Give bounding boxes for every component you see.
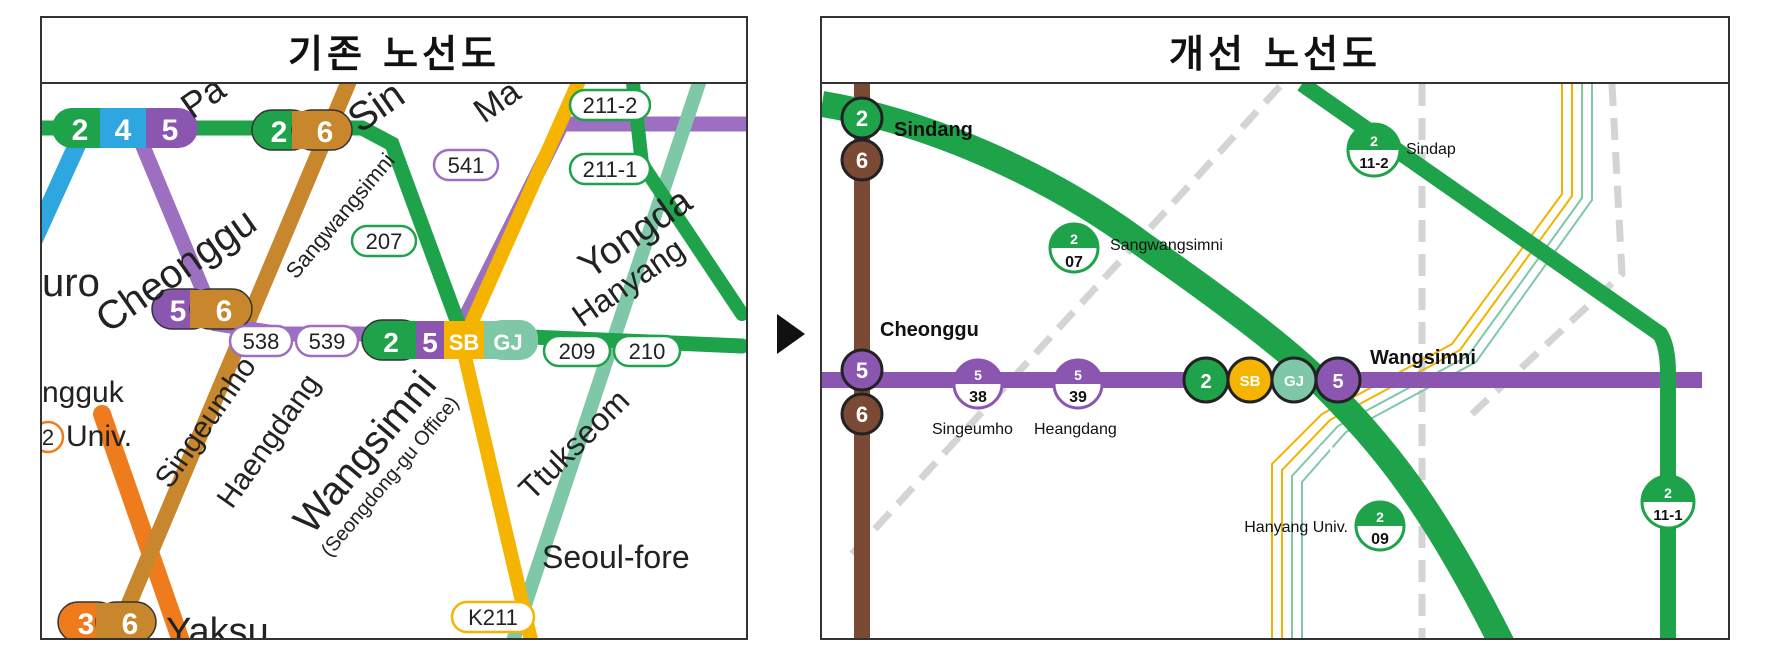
badge-211-1: 211-1 (568, 152, 652, 186)
svg-text:211-1: 211-1 (583, 157, 638, 182)
station-sindang[interactable]: 2 6 Sindang (840, 96, 973, 182)
label-yaksu: Yaksu (166, 611, 269, 638)
svg-text:6: 6 (856, 148, 868, 173)
badge-541: 541 (432, 148, 500, 182)
gray-dashed-track (849, 84, 1285, 557)
badge-210: 210 (612, 334, 682, 368)
badge-209: 209 (542, 334, 612, 368)
chip-label: 6 (317, 116, 334, 149)
univ-line2-circle: 2 (42, 420, 65, 454)
station-name: Hanyang Univ. (1244, 519, 1348, 536)
svg-text:5: 5 (1332, 371, 1343, 393)
label-ma: Ma (467, 84, 528, 131)
line6-track (105, 84, 357, 638)
svg-text:211-2: 211-2 (583, 93, 638, 118)
svg-text:SB: SB (1240, 373, 1261, 390)
label-ngguk: ngguk (42, 376, 125, 409)
svg-text:11-1: 11-1 (1653, 507, 1682, 524)
chip-label: 2 (72, 114, 89, 147)
svg-text:K211: K211 (468, 605, 518, 630)
svg-text:5: 5 (856, 358, 868, 383)
chip-label: 3 (78, 608, 95, 638)
svg-text:541: 541 (448, 153, 485, 178)
legacy-map-panel: 기존 노선도 2 4 5 (40, 16, 748, 640)
svg-text:6: 6 (856, 402, 868, 427)
chip-label: GJ (493, 330, 522, 355)
line4-track (42, 125, 91, 244)
line2-branch-track (1297, 84, 1676, 638)
gray-dashed-track (1469, 84, 1626, 417)
svg-text:2: 2 (1200, 371, 1211, 393)
chip-sindang: 2 6 (251, 109, 353, 151)
station-name: Heangdang (1034, 421, 1117, 438)
station-cheonggu[interactable]: 5 6 Cheonggu (840, 319, 979, 436)
svg-text:09: 09 (1371, 531, 1389, 548)
chip-label: 5 (422, 327, 438, 358)
chip-label: 2 (271, 116, 288, 149)
chip-label: 4 (115, 114, 132, 147)
legacy-map: 2 4 5 2 6 5 6 2 5 (42, 84, 746, 638)
svg-text:2: 2 (42, 425, 54, 450)
label-uro: uro (42, 261, 100, 305)
station-sindap[interactable]: 2 11-2 Sindap (1346, 122, 1456, 178)
line2-mid-label: 2 (1317, 438, 1336, 476)
label-seoul-fore: Seoul-fore (542, 539, 690, 575)
station-name: Wangsimni (1370, 347, 1476, 369)
station-heangdang[interactable]: 5 39 Heangdang (1034, 358, 1117, 438)
badge-211-2: 211-2 (568, 88, 652, 122)
label-univ: Univ. (66, 420, 132, 453)
label-ttukseom: Ttukseom (511, 382, 636, 507)
improved-map-panel: 개선 노선도 2 6 Sindang (820, 16, 1730, 640)
station-singeumho[interactable]: 5 38 Singeumho (932, 358, 1013, 438)
chip-label: 5 (170, 295, 187, 328)
station-name: Sangwangsimni (1110, 237, 1223, 254)
station-name: Cheonggu (880, 319, 979, 341)
svg-text:38: 38 (969, 389, 987, 406)
station-name: Singeumho (932, 421, 1013, 438)
chip-label: 6 (216, 295, 233, 328)
badge-k211: K211 (450, 600, 536, 634)
svg-text:5: 5 (1074, 367, 1082, 383)
svg-text:209: 209 (559, 339, 596, 364)
station-sangwangsimni[interactable]: 2 07 Sangwangsimni (1048, 222, 1223, 274)
svg-text:2: 2 (856, 106, 868, 131)
svg-text:2: 2 (1070, 231, 1078, 247)
svg-text:538: 538 (243, 329, 280, 354)
svg-text:39: 39 (1069, 389, 1087, 406)
chip-wangsimni: 2 5 SB GJ (361, 319, 538, 361)
svg-text:5: 5 (974, 367, 982, 383)
chip-yaksu: 3 6 (57, 601, 157, 638)
line3-track (93, 405, 190, 638)
improved-map: 2 6 Sindang 2 07 Sangwangsimni 2 11-2 Si… (822, 84, 1702, 638)
gyeongui-track (1291, 84, 1583, 638)
svg-text:07: 07 (1065, 254, 1083, 271)
line2-track (822, 91, 1514, 638)
svg-text:2: 2 (1370, 133, 1378, 149)
chip-label: SB (449, 330, 480, 355)
station-name: Sindang (894, 119, 973, 141)
svg-text:GJ: GJ (1284, 373, 1304, 390)
badge-207: 207 (350, 224, 418, 258)
station-11-1[interactable]: 2 11-1 (1640, 474, 1696, 530)
badge-539: 539 (294, 324, 360, 358)
chip-label: 5 (162, 114, 179, 147)
svg-text:2: 2 (1376, 509, 1384, 525)
station-hanyang-univ[interactable]: 2 09 Hanyang Univ. (1244, 500, 1406, 552)
gyeongui-track (1301, 84, 1593, 638)
chip-label: 2 (383, 327, 399, 358)
chip-cheonggu: 5 6 (151, 288, 253, 330)
svg-text:539: 539 (309, 329, 346, 354)
arrow-right-icon (777, 314, 805, 354)
legacy-map-title: 기존 노선도 (42, 18, 746, 84)
chip-top-left: 2 4 5 (52, 108, 198, 148)
station-name: Sindap (1406, 141, 1456, 158)
svg-text:2: 2 (1664, 485, 1672, 501)
svg-text:207: 207 (366, 229, 403, 254)
svg-text:210: 210 (629, 339, 666, 364)
svg-text:11-2: 11-2 (1359, 155, 1388, 172)
station-wangsimni[interactable]: 2 SB GJ 5 Wangsimni (1182, 347, 1476, 404)
badge-538: 538 (228, 324, 294, 358)
chip-label: 6 (122, 608, 139, 638)
improved-map-title: 개선 노선도 (822, 18, 1728, 84)
